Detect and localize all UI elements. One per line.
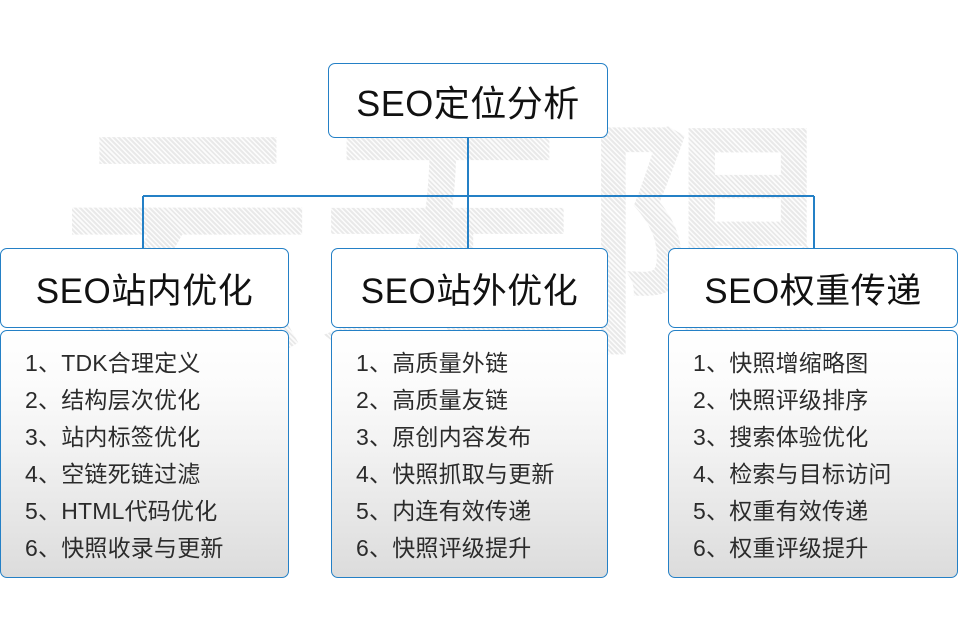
list-item: 1、TDK合理定义 (25, 350, 201, 376)
branch-header-1[interactable]: SEO站内优化 (0, 248, 289, 328)
list-item: 3、搜索体验优化 (693, 424, 869, 450)
list-item: 6、快照评级提升 (356, 535, 532, 561)
list-item: 4、快照抓取与更新 (356, 461, 555, 487)
branch-column-3: SEO权重传递 1、快照增缩略图 2、快照评级排序 3、搜索体验优化 4、检索与… (668, 248, 958, 578)
list-item: 5、HTML代码优化 (25, 498, 218, 524)
list-item: 3、站内标签优化 (25, 424, 201, 450)
branch-header-label-3: SEO权重传递 (704, 271, 922, 311)
list-item: 2、高质量友链 (356, 387, 509, 413)
list-item: 4、检索与目标访问 (693, 461, 892, 487)
list-item: 3、原创内容发布 (356, 424, 532, 450)
branch-header-2[interactable]: SEO站外优化 (331, 248, 608, 328)
branch-list-2: 1、高质量外链 2、高质量友链 3、原创内容发布 4、快照抓取与更新 5、内连有… (332, 345, 607, 567)
branch-body-1: 1、TDK合理定义 2、结构层次优化 3、站内标签优化 4、空链死链过滤 5、H… (0, 330, 289, 578)
root-node[interactable]: SEO定位分析 (328, 63, 608, 138)
list-item: 4、空链死链过滤 (25, 461, 201, 487)
list-item: 2、结构层次优化 (25, 387, 201, 413)
list-item: 5、权重有效传递 (693, 498, 869, 524)
branch-list-1: 1、TDK合理定义 2、结构层次优化 3、站内标签优化 4、空链死链过滤 5、H… (1, 345, 288, 567)
branch-column-2: SEO站外优化 1、高质量外链 2、高质量友链 3、原创内容发布 4、快照抓取与… (331, 248, 608, 578)
list-item: 1、快照增缩略图 (693, 350, 869, 376)
list-item: 1、高质量外链 (356, 350, 509, 376)
list-item: 5、内连有效传递 (356, 498, 532, 524)
list-item: 6、快照收录与更新 (25, 535, 224, 561)
branch-body-3: 1、快照增缩略图 2、快照评级排序 3、搜索体验优化 4、检索与目标访问 5、权… (668, 330, 958, 578)
branch-column-1: SEO站内优化 1、TDK合理定义 2、结构层次优化 3、站内标签优化 4、空链… (0, 248, 289, 578)
branch-body-2: 1、高质量外链 2、高质量友链 3、原创内容发布 4、快照抓取与更新 5、内连有… (331, 330, 608, 578)
root-node-label: SEO定位分析 (356, 82, 580, 124)
branch-header-3[interactable]: SEO权重传递 (668, 248, 958, 328)
branch-header-label-1: SEO站内优化 (35, 271, 254, 311)
branch-header-label-2: SEO站外优化 (360, 271, 579, 311)
branch-list-3: 1、快照增缩略图 2、快照评级排序 3、搜索体验优化 4、检索与目标访问 5、权… (669, 345, 957, 567)
list-item: 6、权重评级提升 (693, 535, 869, 561)
list-item: 2、快照评级排序 (693, 387, 869, 413)
